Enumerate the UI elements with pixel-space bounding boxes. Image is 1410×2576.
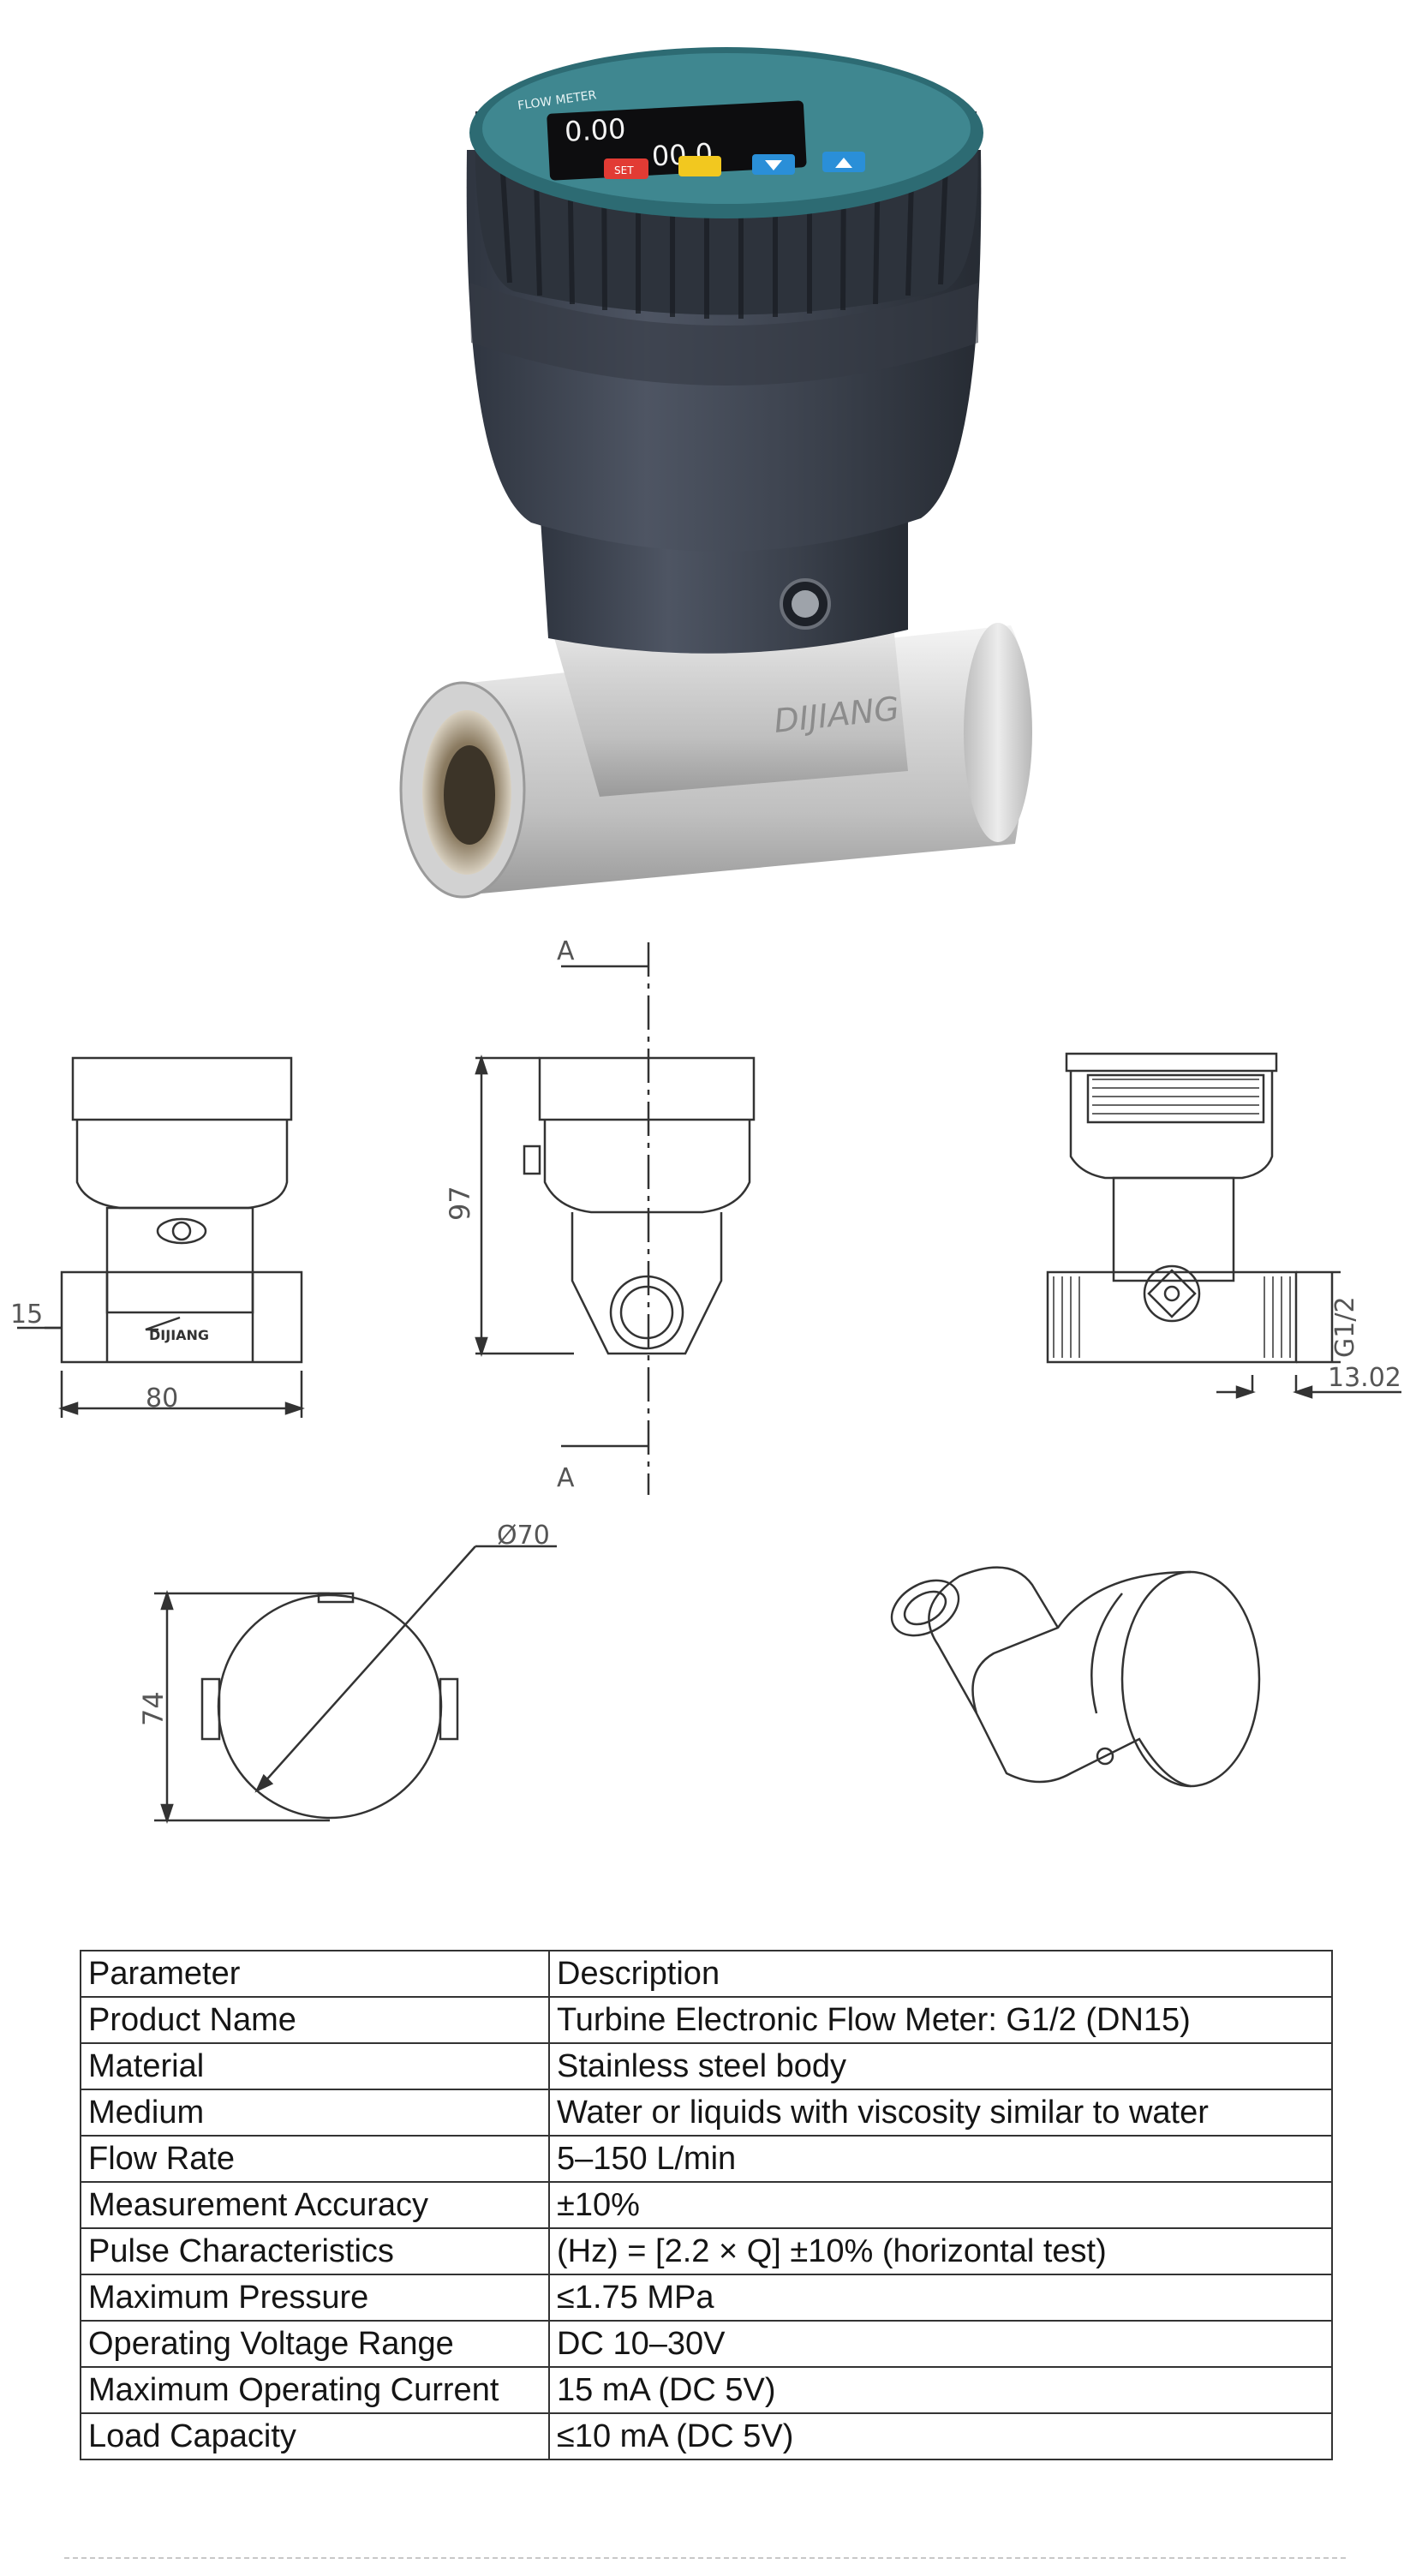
dim-diameter: Ø70 [497,1521,550,1551]
mode-button [678,156,721,176]
row-description: ±10% [548,2181,1333,2229]
row-description: Stainless steel body [548,2042,1333,2090]
dim-length: 80 [146,1384,178,1414]
header-parameter: Parameter [80,1950,550,1998]
dim-height: 97 [444,1186,476,1221]
table-row: Medium Water or liquids with viscosity s… [80,2089,1333,2137]
table-row: Maximum Operating Current 15 mA (DC 5V) [80,2366,1333,2414]
table-row: Load Capacity ≤10 mA (DC 5V) [80,2412,1333,2460]
row-description: Turbine Electronic Flow Meter: G1/2 (DN1… [548,1996,1333,2044]
row-parameter: Maximum Pressure [80,2274,550,2322]
section-mark-top: A [557,936,575,966]
row-description: 5–150 L/min [548,2135,1333,2183]
spec-table: Parameter Description Product Name Turbi… [80,1950,1333,2460]
section-mark-bottom: A [557,1463,575,1493]
row-parameter: Product Name [80,1996,550,2044]
row-description: (Hz) = [2.2 × Q] ±10% (horizontal test) [548,2227,1333,2275]
row-parameter: Medium [80,2089,550,2137]
product-photo: DIJIANG 0.00 00.0 FLOW METER SET [399,47,1032,899]
set-button-label: SET [614,164,634,176]
row-parameter: Flow Rate [80,2135,550,2183]
table-row: Measurement Accuracy ±10% [80,2181,1333,2229]
technical-drawing: 80 15 DIJIANG A A 97 [10,936,1401,1824]
dim-offset: 13.02 [1328,1363,1401,1393]
set-button [604,158,648,179]
table-row: Flow Rate 5–150 L/min [80,2135,1333,2183]
dim-width: 74 [137,1691,170,1726]
table-row: Pulse Characteristics (Hz) = [2.2 × Q] ±… [80,2227,1333,2275]
table-row: Operating Voltage Range DC 10–30V [80,2320,1333,2368]
row-parameter: Pulse Characteristics [80,2227,550,2275]
row-description: ≤1.75 MPa [548,2274,1333,2322]
row-parameter: Material [80,2042,550,2090]
dim-thread: G1/2 [1330,1296,1360,1358]
table-row: Product Name Turbine Electronic Flow Met… [80,1996,1333,2044]
row-parameter: Measurement Accuracy [80,2181,550,2229]
header-description: Description [548,1950,1333,1998]
table-row: Maximum Pressure ≤1.75 MPa [80,2274,1333,2322]
table-row: Material Stainless steel body [80,2042,1333,2090]
down-arrow-icon [765,160,782,170]
display-line-1: 0.00 [564,112,626,148]
row-parameter: Maximum Operating Current [80,2366,550,2414]
table-header-row: Parameter Description [80,1950,1333,1998]
row-parameter: Load Capacity [80,2412,550,2460]
row-description: DC 10–30V [548,2320,1333,2368]
page-divider [64,2557,1346,2559]
up-arrow-icon [835,158,852,168]
row-description: Water or liquids with viscosity similar … [548,2089,1333,2137]
dim-inlet: 15 [10,1300,43,1330]
row-parameter: Operating Voltage Range [80,2320,550,2368]
row-description: 15 mA (DC 5V) [548,2366,1333,2414]
front-brand: DIJIANG [149,1327,209,1343]
row-description: ≤10 mA (DC 5V) [548,2412,1333,2460]
